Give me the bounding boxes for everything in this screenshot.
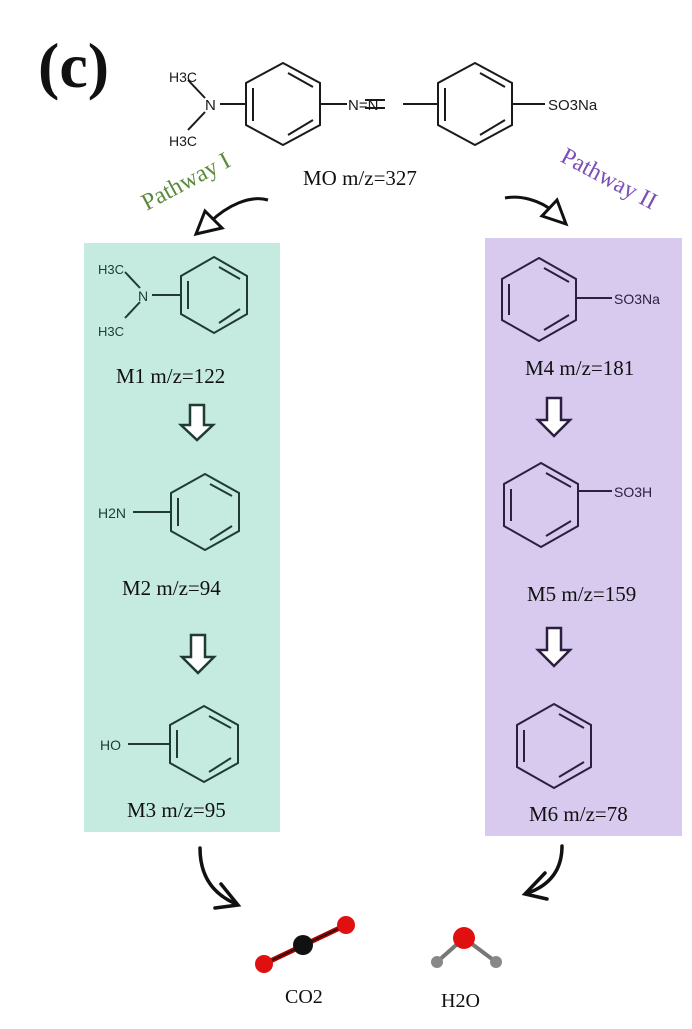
m1-methyl-bottom: H3C	[98, 324, 124, 339]
m1-structure	[124, 255, 248, 335]
arrow-to-pathway-2	[504, 195, 569, 227]
arrow-m2-m3	[178, 633, 218, 675]
mo-sulfonate: SO3Na	[548, 97, 598, 114]
m6-structure	[516, 702, 592, 790]
mo-ring-2	[437, 61, 513, 147]
co2-carbon	[293, 935, 313, 955]
arrow-to-co2	[198, 846, 242, 910]
m2-caption: M2 m/z=94	[122, 576, 221, 600]
mo-ring-1	[245, 61, 321, 147]
co2-molecule	[255, 916, 355, 973]
m5-structure	[503, 461, 612, 549]
mo-amine-n: N	[205, 97, 216, 114]
m5-caption: M5 m/z=159	[527, 582, 637, 606]
h2o-label: H2O	[441, 990, 480, 1012]
m3-caption: M3 m/z=95	[127, 798, 226, 822]
mo-caption: MO m/z=327	[303, 166, 417, 190]
m3-hydroxyl: HO	[100, 737, 121, 753]
panel-label: (c)	[38, 30, 110, 101]
m2-structure	[133, 472, 240, 552]
mo-methyl-bottom: H3C	[169, 133, 197, 149]
co2-oxygen-right	[337, 916, 355, 934]
arrow-to-h2o	[521, 844, 564, 901]
arrow-to-pathway-1	[193, 197, 269, 237]
m1-caption: M1 m/z=122	[116, 364, 226, 388]
arrow-m4-m5	[534, 396, 574, 438]
m6-caption: M6 m/z=78	[529, 802, 628, 826]
h2o-molecule	[431, 927, 502, 968]
m4-caption: M4 m/z=181	[525, 356, 635, 380]
m1-methyl-top: H3C	[98, 262, 124, 277]
co2-label: CO2	[285, 986, 323, 1008]
m1-amine-n: N	[138, 288, 148, 304]
arrow-m1-m2	[177, 403, 217, 442]
co2-oxygen-left	[255, 955, 273, 973]
arrow-m5-m6	[534, 626, 574, 668]
m4-structure	[501, 256, 612, 343]
m5-sulfonic-acid: SO3H	[614, 484, 652, 500]
mo-azo-group: N=N	[348, 97, 378, 114]
m2-amine: H2N	[98, 505, 126, 521]
h2o-hydrogen-right	[490, 956, 502, 968]
h2o-oxygen	[453, 927, 475, 949]
mo-methyl-top: H3C	[169, 69, 197, 85]
mo-structure	[187, 61, 545, 147]
m3-structure	[128, 704, 239, 784]
m4-sulfonate: SO3Na	[614, 291, 660, 307]
h2o-hydrogen-left	[431, 956, 443, 968]
